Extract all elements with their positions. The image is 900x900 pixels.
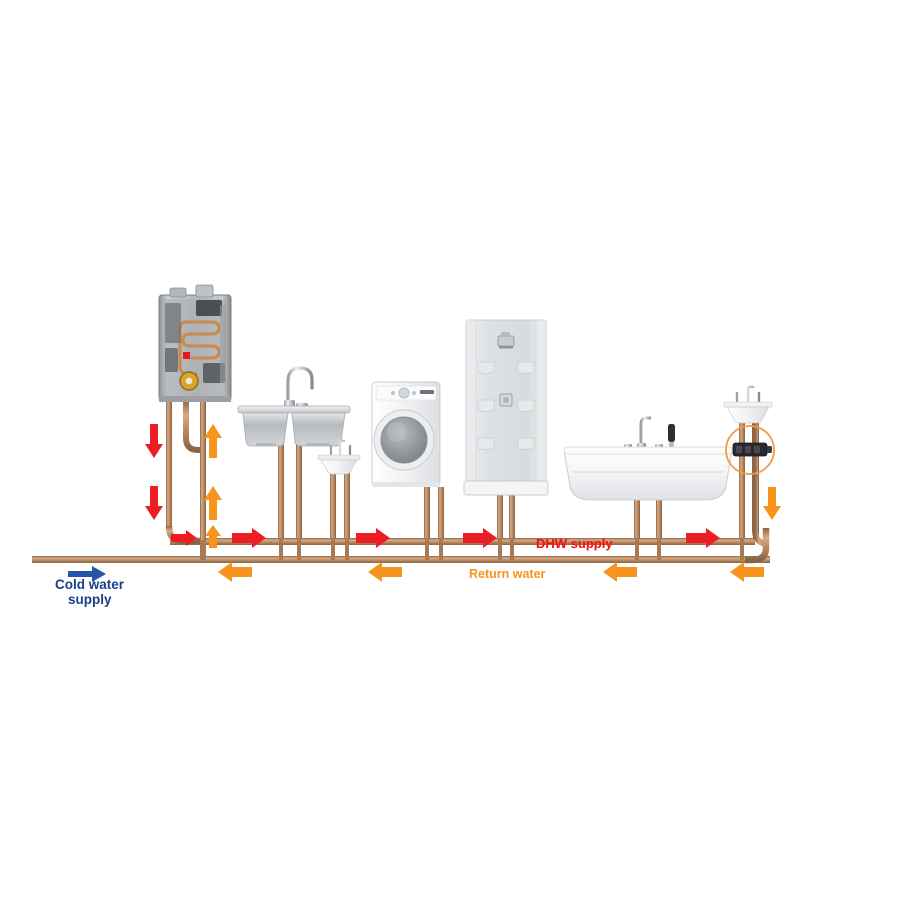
pump-highlight-ring [725,425,775,475]
kitchen-double-sink[interactable] [237,366,351,447]
arrow-cold-supply [68,566,106,582]
dhw-main-pipe [170,538,755,545]
heater-indicator-icon [183,352,190,359]
kitchen-faucet [286,366,314,406]
sink-bowl-right [291,412,346,447]
arrows-heater-cold-down [145,424,163,520]
right-loop-return [745,420,770,564]
shower-valve-icon[interactable] [499,393,513,407]
shower-enclosure[interactable] [463,319,549,496]
arrows-return-water [218,562,764,582]
sink-bowl-left [242,412,289,447]
lav-faucet-right [735,385,761,404]
shower-wall-left [465,319,477,496]
pipe-network [32,400,770,564]
heater-u-bend [183,400,200,453]
shower-base [463,480,549,496]
arrows-dhw-supply [171,528,720,548]
cold-water-label-line2: supply [68,592,112,607]
heater-internals [165,300,226,391]
heater-gas-connector [195,284,214,298]
pedestal-lavatory[interactable] [723,385,773,424]
lav-faucet-small [329,439,352,457]
tankless-water-heater[interactable] [158,284,232,402]
shower-wall-right [535,319,547,496]
cold-water-label-line1: Cold water [55,577,125,592]
washing-machine[interactable] [371,381,441,487]
pipe-tee-joints [279,538,744,560]
recirculation-pump[interactable] [725,425,775,475]
tub-faucet-set [624,416,675,450]
lav-basin-right [726,406,770,424]
lav-basin-small [320,459,358,475]
lavatory-sink-small[interactable] [317,439,361,475]
washer-dial-icon[interactable] [398,387,410,399]
return-water-label: Return water [469,567,546,581]
tub-basin [564,449,732,501]
dhw-supply-label: DHW supply [536,536,613,551]
arrows-heater-return-up [204,424,222,548]
heater-vent-connector [169,287,187,298]
arrow-pump-down [763,487,781,520]
tub-rim [563,446,733,455]
freestanding-bathtub[interactable] [563,416,733,501]
return-main-pipe [32,556,770,563]
washer-display-icon [420,390,434,394]
showerhead-icon [497,332,515,349]
handheld-sprayer-icon[interactable] [668,424,675,442]
heater-return-riser [200,540,206,560]
shower-shelves [477,361,535,450]
heater-outlet-riser [200,400,206,542]
